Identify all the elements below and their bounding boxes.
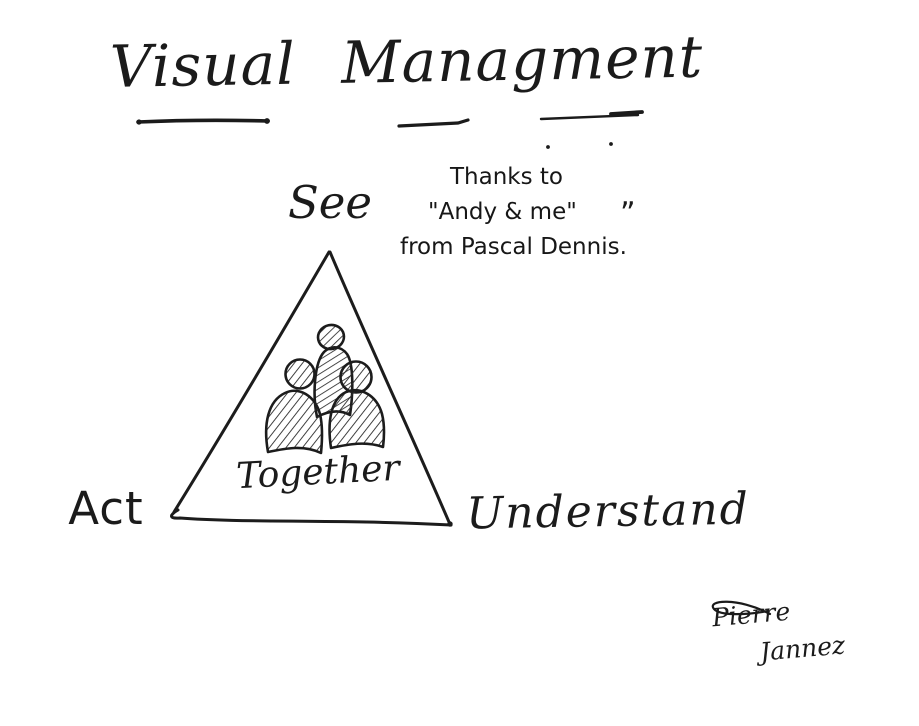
underline-stroke [539, 113, 640, 121]
triangle-label-act: Act [68, 482, 144, 535]
triangle-bottom-side [170, 508, 453, 527]
triangle-label-understand: Understand [465, 483, 751, 540]
hanging-quote-mark: „ [620, 178, 636, 213]
triangle-right-side [328, 250, 451, 524]
signature-flourish [711, 600, 772, 616]
thanks-note-line3: from Pascal Dennis. [400, 234, 627, 260]
thanks-note: Thanks to "Andy & me" from Pascal Dennis… [400, 160, 740, 265]
stray-dot [546, 145, 550, 149]
person-left-body [264, 389, 324, 455]
underline-end-dot [136, 119, 142, 125]
triangle-corner-dot [447, 521, 453, 527]
underline-end-dot [264, 118, 270, 124]
underline-stroke [609, 110, 644, 116]
thanks-note-line1: Thanks to [450, 164, 564, 190]
title-underlines [136, 110, 644, 149]
underline-stroke [397, 118, 470, 128]
underline-stroke [136, 118, 270, 124]
triangle-outline [170, 250, 453, 527]
person-right-body [328, 389, 386, 450]
person-left-head [284, 358, 316, 390]
page-title: Visual Managment [109, 22, 704, 101]
person-right-head [339, 360, 373, 394]
stray-dot [609, 142, 613, 146]
triangle-label-see: See [287, 176, 373, 229]
triangle-left-side [172, 250, 331, 514]
thanks-note-line2: "Andy & me" [428, 199, 577, 225]
person-center-head [316, 323, 346, 351]
people-group-icon [264, 323, 386, 455]
